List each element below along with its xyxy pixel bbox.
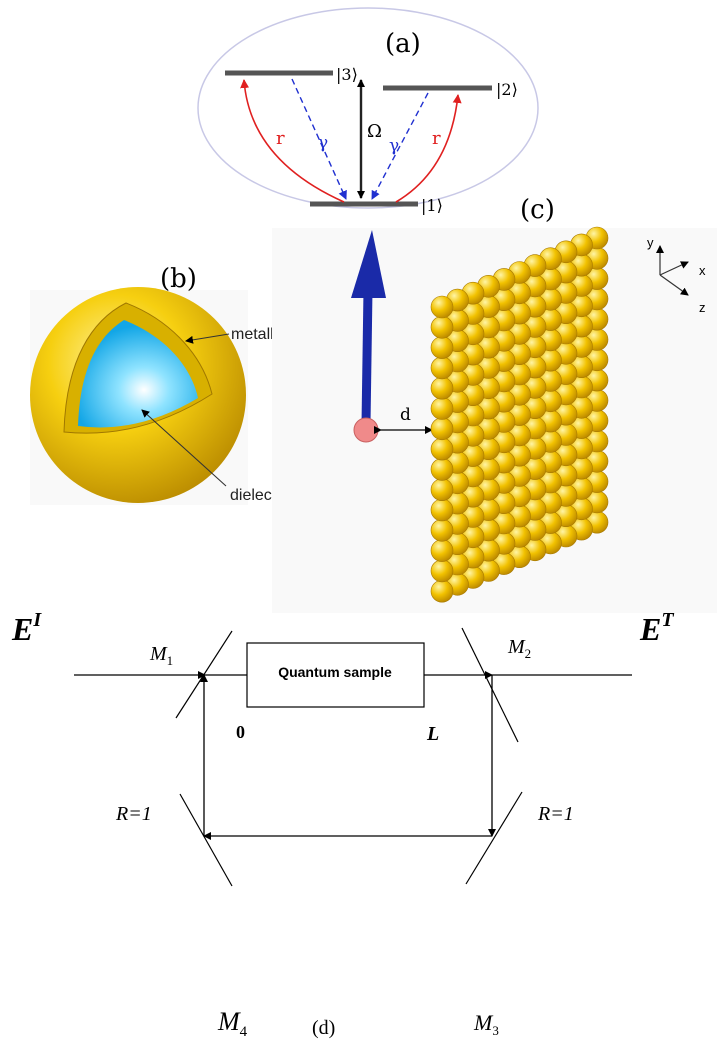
output-field-label: ET <box>639 609 674 647</box>
mirror-1-label: M1 <box>149 643 173 668</box>
axis-y-label: y <box>647 235 654 250</box>
nanoparticle <box>430 417 454 441</box>
axis-x <box>659 261 689 276</box>
nanoparticle <box>430 579 454 603</box>
mirror-2 <box>461 627 519 743</box>
mirror-2-symbol: M <box>507 636 526 658</box>
pump-arrow-left <box>240 79 345 203</box>
nanoparticle <box>430 315 454 339</box>
output-field-symbol: E <box>639 611 661 647</box>
input-field-symbol: E <box>11 611 33 647</box>
axis-z-label: z <box>699 300 706 315</box>
dipole-arrowhead <box>351 230 386 298</box>
reflectivity-left: R=1 <box>115 803 152 825</box>
panel-d-label: (d) <box>312 1017 335 1039</box>
nanoparticle <box>430 478 454 502</box>
nanoparticle <box>430 376 454 400</box>
mirror-4-symbol: M <box>217 1007 241 1036</box>
quantum-sample-label: Quantum sample <box>278 664 392 680</box>
coupling-label: Ω <box>367 121 382 142</box>
shell-pointer <box>185 333 230 344</box>
dielectric-core <box>78 320 198 428</box>
mirror-4-subscript: 4 <box>240 1024 248 1040</box>
start-position: 0 <box>236 722 245 742</box>
mirror-1 <box>175 630 233 719</box>
mirror-3-label: M3 <box>473 1010 499 1038</box>
mirror-3 <box>465 791 523 885</box>
panel-a: (a) |3⟩ |2⟩ |1⟩ r γ Ω γ r <box>197 7 539 215</box>
nanoparticle <box>430 397 454 420</box>
nanoparticle <box>430 336 454 359</box>
nanoparticle <box>430 458 454 481</box>
mirror-4-label: M4 <box>217 1007 248 1040</box>
level-3-label: |3⟩ <box>336 65 358 84</box>
pump-rate-left: r <box>276 128 285 149</box>
nanoparticle <box>430 559 454 583</box>
decay-rate-right: γ <box>389 136 399 156</box>
panel-a-ellipse <box>197 7 539 209</box>
input-field-superscript: I <box>32 609 42 631</box>
panel-c-label: (c) <box>520 195 555 225</box>
panel-a-label: (a) <box>385 29 421 59</box>
nanoparticle <box>430 539 454 562</box>
nanoparticle <box>430 498 454 522</box>
nanoparticle <box>430 356 454 380</box>
decay-rate-left: γ <box>318 133 328 153</box>
dipole-arrow-shaft <box>361 289 373 425</box>
decay-arrow-left <box>291 78 347 200</box>
axis-x-label: x <box>699 263 706 278</box>
mirror-2-subscript: 2 <box>525 646 532 661</box>
mirror-3-subscript: 3 <box>492 1023 499 1038</box>
mirror-4 <box>179 793 233 887</box>
quantum-sample-box <box>246 642 425 708</box>
input-field-label: EI <box>11 609 42 647</box>
panel-b-label: (b) <box>160 264 197 294</box>
panel-d: EI ET M1 M2 M3 M4 Quantum s <box>11 609 674 1040</box>
core-pointer <box>141 409 227 487</box>
pump-rate-right: r <box>432 128 441 149</box>
nanoparticle <box>430 518 454 542</box>
nanoparticle <box>430 295 454 319</box>
level-1-label: |1⟩ <box>421 196 443 215</box>
reflectivity-right: R=1 <box>537 803 574 825</box>
axis-z <box>659 274 689 296</box>
mirror-1-subscript: 1 <box>167 653 174 668</box>
level-2-label: |2⟩ <box>496 80 518 99</box>
output-field-superscript: T <box>661 609 674 631</box>
end-position: L <box>426 723 439 745</box>
panel-b: (b) metallic shell dielectric core <box>30 264 329 505</box>
panel-c: (c) y x z d <box>272 195 717 613</box>
nanoparticle-array <box>430 226 609 603</box>
mirror-2-label: M2 <box>507 636 531 661</box>
mirror-3-symbol: M <box>473 1010 494 1035</box>
nanoparticle <box>430 437 454 461</box>
quantum-emitter <box>353 417 379 443</box>
distance-label: d <box>400 405 411 425</box>
pump-arrow-right <box>395 94 462 203</box>
axes-indicator: y x z <box>647 235 706 315</box>
mirror-1-symbol: M <box>149 643 168 665</box>
